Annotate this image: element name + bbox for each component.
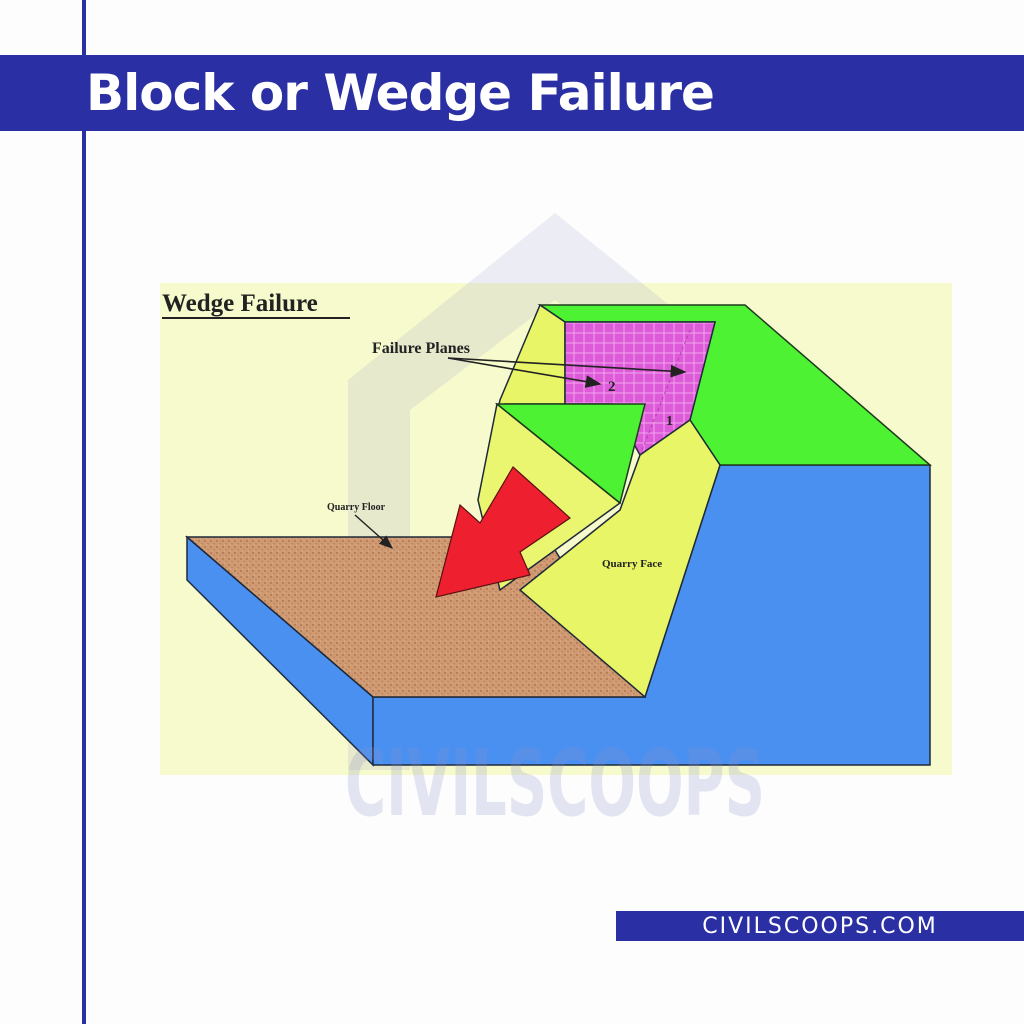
watermark-text: CIVILSCOOPS <box>345 730 765 837</box>
failure-planes-label: Failure Planes <box>372 340 470 357</box>
plane-1-label: 1 <box>666 414 673 429</box>
quarry-face <box>518 418 721 699</box>
wedge-top-face <box>494 403 646 505</box>
quarry-floor-label: Quarry Floor <box>327 502 386 513</box>
site-badge: CIVILSCOOPS.COM <box>616 911 1024 941</box>
title-bar <box>0 55 1024 131</box>
plane-2-label: 2 <box>608 379 616 395</box>
page-title: Block or Wedge Failure <box>86 64 715 122</box>
left-accent-line <box>82 0 86 1024</box>
quarry-face-label: Quarry Face <box>602 558 662 570</box>
movement-arrow <box>435 466 571 598</box>
diagram-heading: Wedge Failure <box>162 290 318 317</box>
